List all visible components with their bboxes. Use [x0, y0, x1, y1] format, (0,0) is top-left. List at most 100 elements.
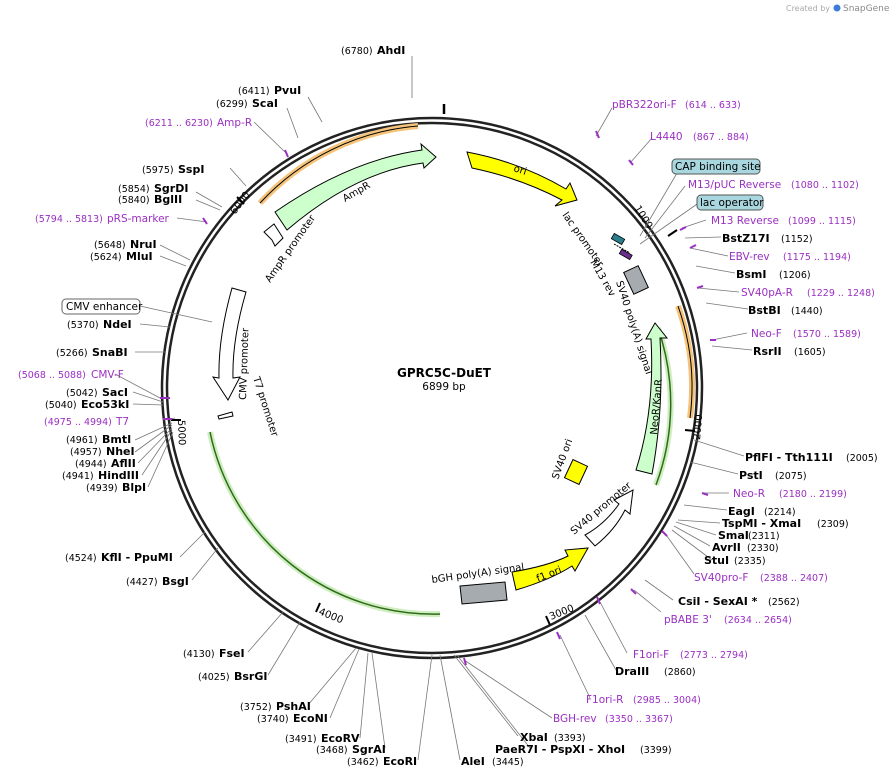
primer-name: T7 — [115, 416, 129, 428]
ampr-arrow — [274, 142, 437, 231]
site-pos: (3740) — [257, 714, 289, 725]
primer-pos: (1229 .. 1248) — [807, 288, 875, 299]
primer-pos: (614 .. 633) — [685, 100, 741, 111]
primer-name: F1ori-F — [633, 649, 669, 661]
primer-pos: (2180 .. 2199) — [779, 489, 847, 500]
primer-pos: (2388 .. 2407) — [760, 573, 828, 584]
snapgene-logo-icon — [833, 4, 841, 12]
neor-kanr-arrow — [635, 322, 669, 475]
site-name: BsgI — [162, 575, 189, 588]
site-name: SgrAI — [352, 743, 386, 756]
primer-pos: (867 .. 884) — [693, 132, 749, 143]
site-pos: (2311) — [748, 531, 780, 542]
site-name: DraIII — [615, 665, 649, 678]
site-name: CsiI - SexAI * — [678, 595, 758, 608]
site-pos: (3445) — [492, 757, 524, 768]
site-pos: (3491) — [285, 734, 317, 745]
site-pos: (3399) — [640, 745, 672, 756]
site-name: BstZ17I — [722, 232, 770, 245]
site-name: PflFI - Tth111I — [745, 451, 833, 464]
primer-name: Neo-R — [733, 488, 765, 500]
site-name: NdeI — [103, 318, 132, 331]
watermark-text: Created by — [786, 4, 830, 13]
site-pos: (3468) — [316, 745, 348, 756]
site-pos: (4025) — [198, 672, 230, 683]
site-pos: (2214) — [764, 507, 796, 518]
site-pos: (4939) — [86, 483, 118, 494]
primer-name: L4440 — [650, 131, 683, 143]
sv40-polya-box — [623, 265, 649, 295]
primer-name: pRS-marker — [107, 213, 170, 225]
site-name: EagI — [728, 505, 755, 518]
primer-name: pBR322ori-F — [612, 99, 677, 111]
primer-pos: (2985 .. 3004) — [633, 695, 701, 706]
site-pos: (1605) — [794, 347, 826, 358]
site-pos: (5370) — [67, 320, 99, 331]
site-name: AflII — [111, 457, 136, 470]
cmv-enhancer-label: CMV enhancer — [66, 301, 143, 313]
primer-pos: (6211 .. 6230) — [145, 118, 213, 129]
cmv-promoter-arrow — [211, 287, 247, 401]
primer-pos: (1080 .. 1102) — [791, 180, 859, 191]
cmv-enhancer-box — [61, 298, 141, 315]
site-name: SspI — [178, 163, 204, 176]
site-name: NruI — [130, 238, 157, 251]
primer-name: EBV-rev — [729, 251, 770, 263]
site-pos: (6411) — [238, 86, 270, 97]
site-pos: (4941) — [62, 471, 94, 482]
primer-pos: (1175 .. 1194) — [783, 252, 851, 263]
site-pos: (2860) — [664, 667, 696, 678]
site-pos: (2335) — [734, 556, 766, 567]
plasmid-name: GPRC5C-DuET — [397, 366, 492, 380]
site-name: StuI — [704, 554, 729, 567]
site-pos: (2075) — [775, 471, 807, 482]
cap-binding-site-box — [671, 158, 761, 175]
cap-binding-site-label: CAP binding site — [675, 161, 761, 173]
site-pos: (6299) — [216, 99, 248, 110]
site-name: FseI — [219, 647, 245, 660]
primer-name: F1ori-R — [586, 694, 623, 706]
lac-promoter-mark — [613, 243, 631, 254]
feature-label-t7-promoter: T7 promoter — [250, 375, 280, 439]
lac-operator-label: lac operator — [700, 197, 764, 209]
site-pos: (4524) — [65, 553, 97, 564]
site-pos: (4130) — [183, 649, 215, 660]
site-pos: (4944) — [75, 459, 107, 470]
f1-green-line — [209, 431, 441, 615]
tick-label-6000: 6000 — [229, 190, 253, 217]
primer-pos: (5068 .. 5088) — [18, 370, 86, 381]
site-pos: (5624) — [90, 252, 122, 263]
site-pos: (4957) — [70, 447, 102, 458]
primer-pos: (3350 .. 3367) — [605, 714, 673, 725]
primer-name: M13/pUC Reverse — [688, 179, 781, 191]
neo-line — [677, 305, 693, 419]
f1-ori-arrow — [511, 547, 589, 591]
primer-pos: (1570 .. 1589) — [793, 329, 861, 340]
site-pos: (4427) — [126, 577, 158, 588]
lac-operator-box — [696, 194, 764, 211]
site-name: KflI - PpuMI — [101, 551, 173, 564]
site-name: BstBI — [748, 304, 781, 317]
site-pos: (5648) — [94, 240, 126, 251]
site-name: SmaI — [718, 529, 749, 542]
site-name: ScaI — [252, 97, 278, 110]
primer-name: SV40pA-R — [741, 287, 793, 299]
site-pos: (6780) — [341, 46, 373, 57]
site-pos: (5042) — [66, 388, 98, 399]
site-pos: (5975) — [142, 165, 174, 176]
primer-name: M13 Reverse — [711, 215, 779, 227]
primer-name: SV40pro-F — [694, 572, 748, 584]
site-pos: (5840) — [118, 195, 150, 206]
site-labels: (6780) AhdI (6411) PvuI (6299) ScaI (621… — [18, 44, 878, 768]
site-name: AvrII — [712, 541, 741, 554]
site-name: AhdI — [377, 44, 405, 57]
site-pos: (2330) — [747, 543, 779, 554]
site-pos: (3393) — [554, 733, 586, 744]
site-name: PstI — [739, 469, 763, 482]
sv40-ori-box — [563, 458, 589, 486]
sv40-promoter-arrow — [584, 489, 634, 547]
ori-arrow — [466, 151, 578, 207]
primer-name: BGH-rev — [553, 713, 597, 725]
site-name: RsrII — [753, 345, 782, 358]
